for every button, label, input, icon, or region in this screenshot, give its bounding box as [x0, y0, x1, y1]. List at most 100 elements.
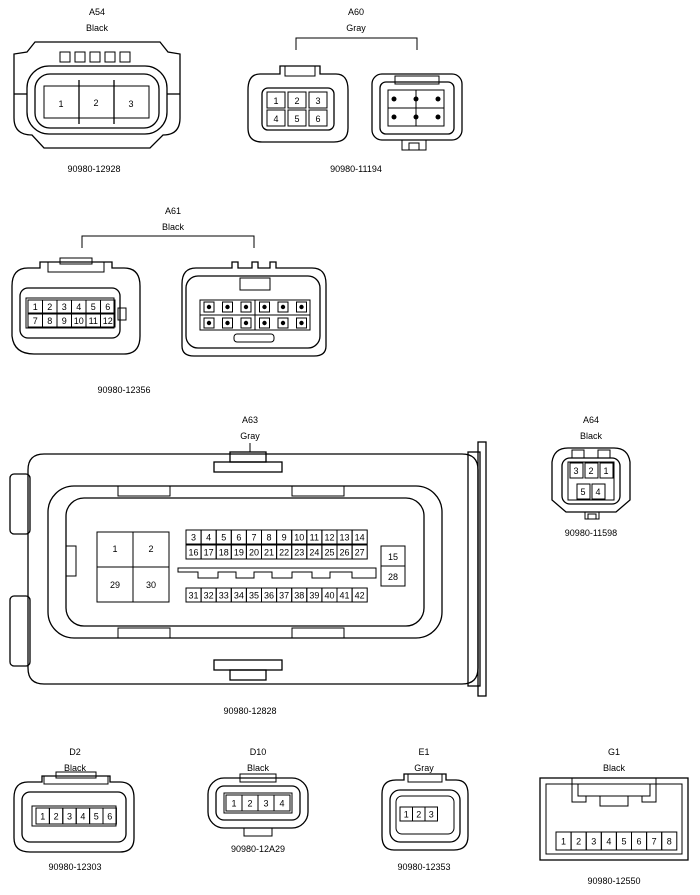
a63-pin-38: 38 [294, 590, 304, 600]
a63-pin-3: 3 [191, 532, 196, 542]
a61-male-terminal [277, 301, 289, 313]
a54-pin-1: 1 [58, 99, 63, 109]
a63-pin-16: 16 [189, 547, 199, 557]
d2-pin-4: 4 [80, 811, 85, 821]
a63-pin-15: 15 [388, 552, 398, 562]
a63-pin-11: 11 [310, 532, 319, 542]
a63-pin-20: 20 [249, 547, 259, 557]
a60-pin-4: 4 [273, 114, 278, 124]
d2-part-number: 90980-12303 [48, 862, 101, 872]
a63-color: Gray [240, 431, 260, 441]
a63-pin-32: 32 [204, 590, 214, 600]
a60-pin-3: 3 [315, 96, 320, 106]
g1-part-number: 90980-12550 [587, 876, 640, 886]
e1-pin-1: 1 [404, 809, 409, 819]
connector-a60: A60 Gray 1 2 3 4 5 6 90980-11194 [247, 7, 463, 174]
a60-pin-5: 5 [294, 114, 299, 124]
g1-pin-5: 5 [621, 836, 626, 846]
a63-id: A63 [242, 415, 258, 425]
a63-pin-42: 42 [355, 590, 365, 600]
a63-pin-26: 26 [340, 547, 350, 557]
a63-pin-9: 9 [282, 532, 287, 542]
d10-pin-4: 4 [279, 798, 284, 808]
g1-pin-1: 1 [561, 836, 566, 846]
e1-pin-2: 2 [416, 809, 421, 819]
a61-cavity [100, 313, 116, 328]
a64-part-number: 90980-11598 [565, 528, 617, 538]
a64-pin-4: 4 [595, 487, 600, 497]
g1-pin-8: 8 [667, 836, 672, 846]
d10-cavity [273, 794, 291, 812]
g1-id: G1 [608, 747, 620, 757]
a61-male-terminal [296, 317, 307, 329]
a61-male-terminal [222, 301, 233, 313]
a60-pin-1: 1 [273, 96, 278, 106]
a54-pin-2: 2 [93, 98, 98, 108]
a61-male-terminal [296, 301, 307, 313]
d10-color: Black [247, 763, 270, 773]
e1-cavity [424, 806, 438, 822]
a60-pin-6: 6 [315, 114, 320, 124]
a63-pin-39: 39 [309, 590, 319, 600]
a63-pin-23: 23 [294, 547, 304, 557]
a63-pin-41: 41 [340, 590, 350, 600]
a63-pin-40: 40 [324, 590, 334, 600]
a61-pin-9: 9 [62, 316, 67, 326]
a61-male-terminal [259, 301, 270, 313]
a63-pin-37: 37 [279, 590, 289, 600]
a63-pin-5: 5 [221, 532, 226, 542]
d10-part-number: 90980-12A29 [231, 844, 285, 854]
a60-pin-2: 2 [294, 96, 299, 106]
g1-pin-7: 7 [652, 836, 657, 846]
a61-male-terminal [222, 317, 233, 329]
a63-pin-19: 19 [234, 547, 244, 557]
a61-male-terminal-dot [225, 304, 230, 310]
a63-pin-27: 27 [355, 547, 365, 557]
a61-male-terminal [277, 317, 289, 329]
a61-id: A61 [165, 206, 181, 216]
a61-pin-4: 4 [76, 302, 81, 312]
a61-male-terminal-dot [280, 304, 286, 310]
a64-pin-2: 2 [588, 466, 593, 476]
a63-pin-4: 4 [206, 532, 211, 542]
a61-color: Black [162, 222, 185, 232]
d10-pin-2: 2 [247, 798, 252, 808]
a61-male-terminal-dot [262, 320, 267, 326]
a61-male-terminal-dot [280, 320, 286, 326]
a63-cavity [351, 587, 368, 603]
a63-pin-6: 6 [236, 532, 241, 542]
a63-cavity [351, 529, 368, 545]
a61-part-number: 90980-12356 [97, 385, 150, 395]
a54-id: A54 [89, 7, 105, 17]
d2-pin-6: 6 [107, 811, 112, 821]
connector-a64: A64 Black 3 2 1 5 4 90980-11598 [551, 415, 631, 538]
a63-pin-34: 34 [234, 590, 244, 600]
a61-male-terminal-dot [299, 304, 304, 310]
a61-male-terminal-dot [206, 304, 212, 310]
a63-pin-25: 25 [324, 547, 334, 557]
a63-pin-14: 14 [355, 532, 365, 542]
a63-pin-33: 33 [219, 590, 229, 600]
a63-pin-36: 36 [264, 590, 274, 600]
d2-pin-1: 1 [40, 811, 45, 821]
a64-pin-5: 5 [580, 487, 585, 497]
a61-male-terminal [203, 301, 215, 313]
g1-pin-3: 3 [591, 836, 596, 846]
a61-male-terminal [240, 317, 252, 329]
a64-color: Black [580, 431, 603, 441]
a63-pin-2: 2 [148, 544, 153, 554]
a60-part-number: 90980-11194 [330, 164, 382, 174]
a64-pin-1: 1 [603, 466, 608, 476]
g1-color: Black [603, 763, 626, 773]
d10-id: D10 [250, 747, 267, 757]
d2-pin-5: 5 [94, 811, 99, 821]
a63-pin-12: 12 [324, 532, 334, 542]
a63-pin-35: 35 [249, 590, 259, 600]
a61-male-terminal-dot [243, 304, 249, 310]
d2-pin-2: 2 [54, 811, 59, 821]
a61-pin-5: 5 [91, 302, 96, 312]
a63-pin-22: 22 [279, 547, 289, 557]
